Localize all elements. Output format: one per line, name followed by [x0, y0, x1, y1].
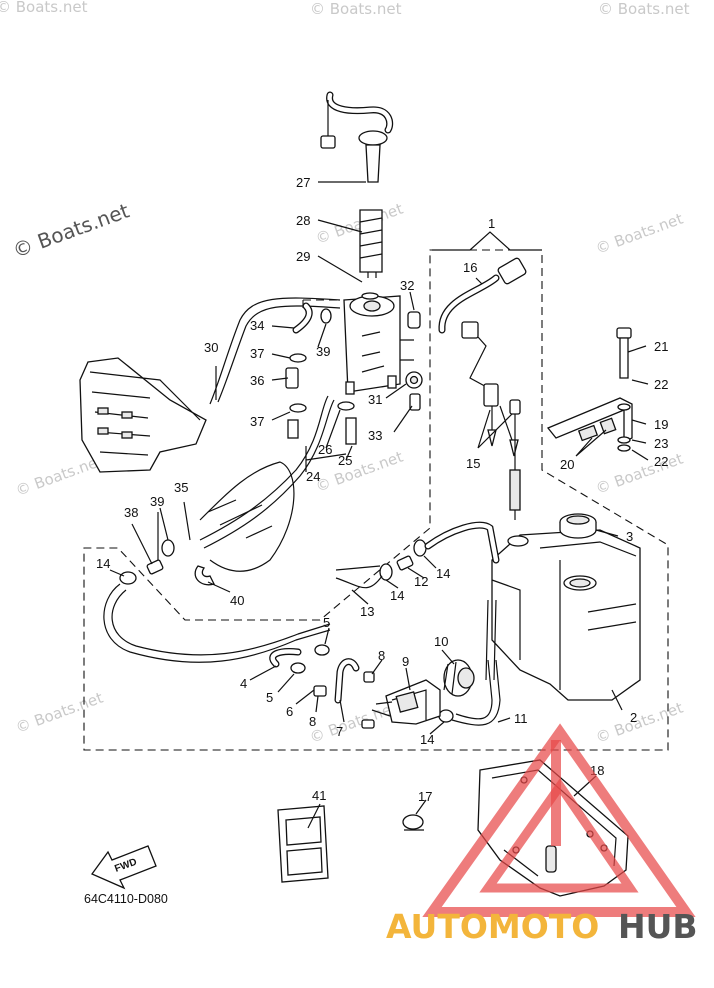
callout-8: 8	[378, 648, 385, 663]
callout-6: 6	[286, 704, 293, 719]
callout-37b: 37	[250, 414, 264, 429]
fuel-level-sender	[438, 257, 529, 547]
callout-22: 22	[654, 377, 668, 392]
brand-automoto: AUTOMOTO	[386, 907, 599, 946]
tank-bracket	[546, 397, 633, 444]
callout-29: 29	[296, 249, 310, 264]
callout-14: 14	[96, 556, 110, 571]
callout-25: 25	[338, 453, 352, 468]
callout-32: 32	[400, 278, 414, 293]
fuel-lines-lower	[103, 521, 501, 726]
callout-labels: 1 2 3 4 5 5 6 7 8 8 9 10 11 12 13 14 14 …	[96, 175, 668, 804]
watermark: © Boats.net	[0, 0, 88, 16]
watermark: © Boats.net	[313, 200, 405, 248]
callout-5: 5	[323, 615, 330, 630]
watermark: © Boats.net	[13, 689, 105, 737]
callout-14b: 14	[436, 566, 450, 581]
watermark-large: © Boats.net	[10, 198, 133, 262]
fuel-tank-assembly-boundary	[83, 249, 669, 751]
callout-21: 21	[654, 339, 668, 354]
fuel-filter-assembly	[343, 295, 414, 395]
callout-13: 13	[360, 604, 374, 619]
callout-30: 30	[204, 340, 218, 355]
callout-3: 3	[626, 529, 633, 544]
caution-label	[277, 805, 329, 883]
callout-40: 40	[230, 593, 244, 608]
watermark: © Boats.net	[598, 0, 690, 18]
tank-bolt	[616, 327, 632, 452]
hose-fittings	[146, 555, 414, 729]
callout-36: 36	[250, 373, 264, 388]
diagram-code: 64C4110-D080	[84, 892, 168, 906]
fuel-filter-cap	[443, 659, 475, 697]
watermark: © Boats.net	[307, 699, 399, 747]
callout-28: 28	[296, 213, 310, 228]
callout-38: 38	[124, 505, 138, 520]
callout-12: 12	[414, 574, 428, 589]
callout-22b: 22	[654, 454, 668, 469]
watermark: © Boats.net	[593, 450, 685, 498]
fasteners-upper	[405, 311, 423, 411]
callout-4: 4	[240, 676, 247, 691]
callout-8b: 8	[309, 714, 316, 729]
callout-9: 9	[402, 654, 409, 669]
callout-24: 24	[306, 469, 320, 484]
bottom-cowl-outline	[199, 461, 295, 572]
watermark: © Boats.net	[13, 452, 105, 500]
callout-37: 37	[250, 346, 264, 361]
callout-15: 15	[466, 456, 480, 471]
callout-14c: 14	[390, 588, 404, 603]
water-sensor	[320, 91, 394, 183]
fuel-tank-cap	[559, 513, 597, 539]
fuel-tank	[491, 529, 641, 701]
callout-5b: 5	[266, 690, 273, 705]
leader-lines	[109, 181, 649, 829]
callout-10: 10	[434, 634, 448, 649]
hose-clamp	[194, 565, 215, 586]
watermark: © Boats.net	[310, 0, 402, 18]
hose-clips	[119, 308, 454, 831]
callout-14d: 14	[420, 732, 434, 747]
callout-19: 19	[654, 417, 668, 432]
callout-39: 39	[316, 344, 330, 359]
fuel-filter-element	[359, 209, 383, 300]
callout-11: 11	[514, 711, 528, 726]
fuel-hoses-upper	[199, 297, 357, 549]
automotohub-logo: AUTOMOTO HUB	[386, 723, 698, 946]
callout-31: 31	[368, 392, 382, 407]
assembly-1-bracket	[432, 231, 542, 251]
callout-1: 1	[488, 216, 495, 231]
callout-33: 33	[368, 428, 382, 443]
callout-26: 26	[318, 442, 332, 457]
callout-20: 20	[560, 457, 574, 472]
callout-16: 16	[463, 260, 477, 275]
callout-7: 7	[336, 724, 343, 739]
callout-27: 27	[296, 175, 310, 190]
callout-35: 35	[174, 480, 188, 495]
callout-23: 23	[654, 436, 668, 451]
callout-41: 41	[312, 788, 326, 803]
engine-cowling	[79, 357, 207, 473]
brand-hub: HUB	[618, 907, 698, 946]
fuel-pump	[371, 679, 441, 725]
callout-2: 2	[630, 710, 637, 725]
watermark: © Boats.net	[593, 699, 685, 747]
callout-17: 17	[418, 789, 432, 804]
callout-34: 34	[250, 318, 264, 333]
callout-39b: 39	[150, 494, 164, 509]
forward-arrow: FWD	[90, 845, 157, 890]
watermark: © Boats.net	[593, 210, 685, 258]
